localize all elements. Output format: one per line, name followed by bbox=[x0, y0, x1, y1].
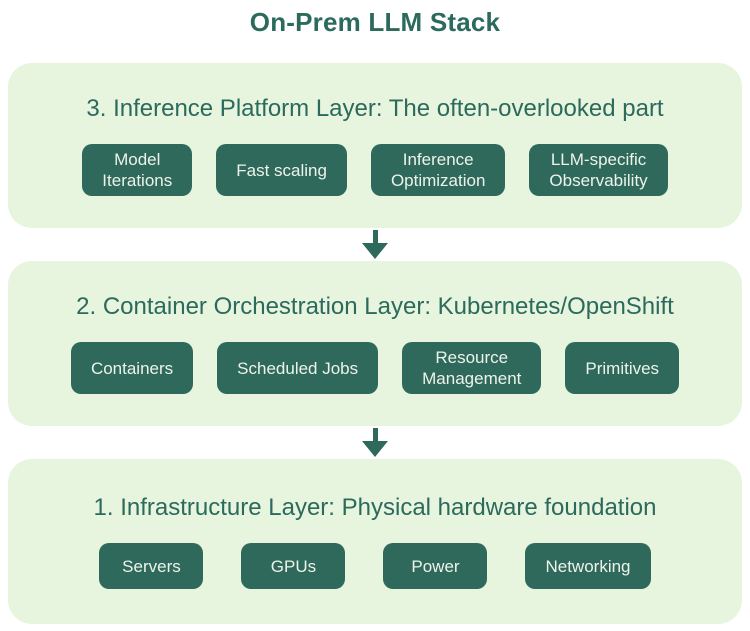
layer-container-orchestration-heading: 2. Container Orchestration Layer: Kubern… bbox=[76, 293, 674, 320]
down-arrow-icon bbox=[362, 426, 388, 459]
pill-containers: Containers bbox=[70, 342, 194, 394]
pill-llm-specific-observability: LLM-specific Observability bbox=[529, 144, 668, 196]
pill-gpus: GPUs bbox=[241, 543, 346, 589]
down-arrow-stem bbox=[372, 230, 378, 243]
pill-inference-optimization: Inference Optimization bbox=[370, 144, 506, 196]
pill-fast-scaling: Fast scaling bbox=[216, 144, 347, 196]
pill-networking: Networking bbox=[525, 543, 651, 589]
layer-inference-platform: 3. Inference Platform Layer: The often-o… bbox=[8, 63, 742, 228]
layer-inference-platform-pill-row: Model Iterations Fast scaling Inference … bbox=[82, 144, 668, 196]
pill-power: Power bbox=[383, 543, 488, 589]
down-arrow-icon bbox=[362, 228, 388, 261]
layer-container-orchestration-pill-row: Containers Scheduled Jobs Resource Manag… bbox=[70, 342, 680, 394]
layer-container-orchestration: 2. Container Orchestration Layer: Kubern… bbox=[8, 261, 742, 426]
pill-scheduled-jobs: Scheduled Jobs bbox=[217, 342, 379, 394]
diagram-title: On-Prem LLM Stack bbox=[249, 7, 501, 37]
pill-resource-management: Resource Management bbox=[402, 342, 542, 394]
layer-infrastructure-heading: 1. Infrastructure Layer: Physical hardwa… bbox=[93, 494, 657, 521]
down-arrow-stem bbox=[372, 428, 378, 441]
pill-model-iterations: Model Iterations bbox=[82, 144, 193, 196]
pill-primitives: Primitives bbox=[565, 342, 680, 394]
layer-inference-platform-heading: 3. Inference Platform Layer: The often-o… bbox=[86, 95, 664, 122]
pill-servers: Servers bbox=[99, 543, 204, 589]
layer-infrastructure: 1. Infrastructure Layer: Physical hardwa… bbox=[8, 459, 742, 624]
layer-infrastructure-pill-row: Servers GPUs Power Networking bbox=[99, 543, 651, 589]
down-arrow-head bbox=[362, 441, 388, 457]
down-arrow-head bbox=[362, 243, 388, 259]
